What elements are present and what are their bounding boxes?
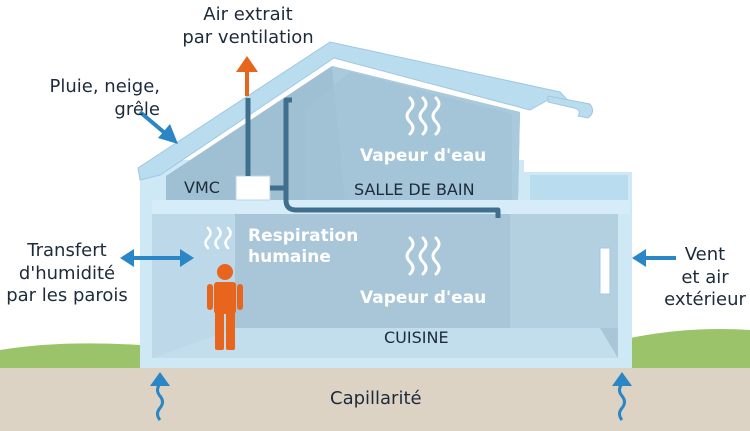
air-extrait-arrow-icon xyxy=(236,56,258,96)
attic-floor xyxy=(152,200,630,214)
respiration-label: Respiration humaine xyxy=(248,226,359,268)
salle-de-bain-room xyxy=(305,72,512,200)
vent-label: Vent et air extérieur xyxy=(664,244,746,310)
vmc-duct-network xyxy=(270,97,501,218)
vmc-box xyxy=(235,175,271,201)
cuisine-label: CUISINE xyxy=(384,328,449,347)
person-icon xyxy=(207,264,243,350)
steam-icon-respiration xyxy=(204,226,232,250)
vapeur-cuisine-label: Vapeur d'eau xyxy=(360,288,487,308)
vent-arrow-icon xyxy=(632,249,676,267)
capillarite-arrow-left-icon xyxy=(150,372,170,421)
capillarite-arrow-right-icon xyxy=(612,372,632,421)
transfert-label: Transfert d'humidité par les parois xyxy=(6,240,128,306)
pluie-arrow-icon xyxy=(138,110,178,144)
steam-icon-cuisine xyxy=(405,236,441,276)
vmc-label: VMC xyxy=(184,178,220,197)
grass-right xyxy=(630,329,750,368)
roof-gutter xyxy=(547,95,594,119)
capillarite-label: Capillarité xyxy=(330,388,422,409)
window xyxy=(599,247,611,295)
ground-floor-back xyxy=(152,214,235,358)
salle-de-bain-label: SALLE DE BAIN xyxy=(354,180,475,199)
pluie-label: Pluie, neige, grêle xyxy=(49,76,161,120)
air-extrait-label: Air extrait par ventilation xyxy=(182,4,314,48)
steam-icon-salle-de-bain xyxy=(405,96,441,136)
vapeur-sdb-label: Vapeur d'eau xyxy=(360,146,487,166)
ground-floor-floor xyxy=(152,328,618,358)
transfert-arrow-icon xyxy=(120,249,194,267)
grass-left xyxy=(0,343,140,368)
